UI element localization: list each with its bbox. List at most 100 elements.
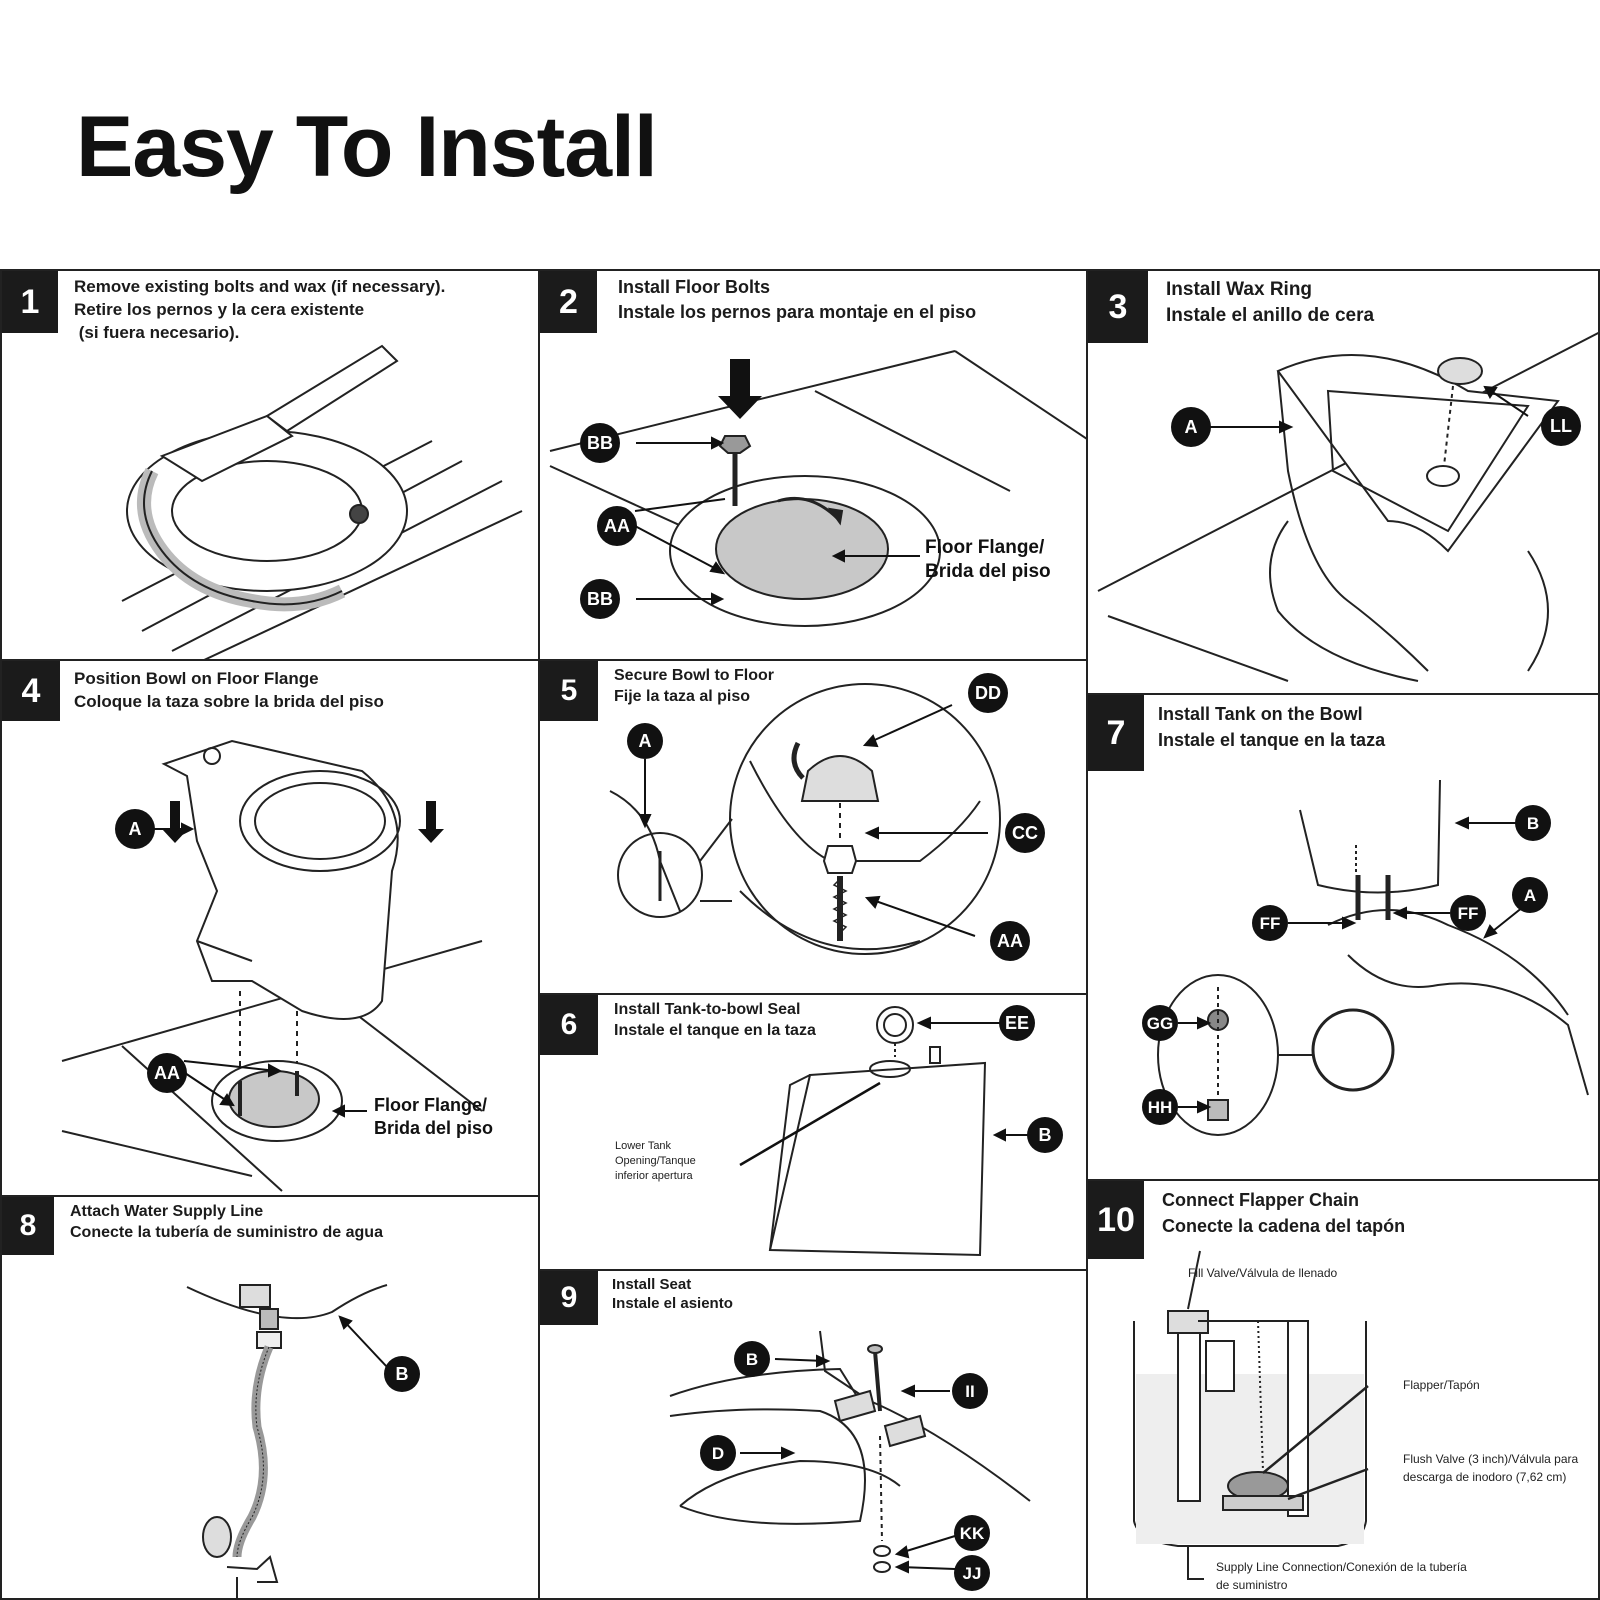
step-heading-en: Connect Flapper Chain: [1162, 1190, 1360, 1210]
step-heading-es: Conecte la tubería de suministro de agua: [70, 1224, 383, 1241]
step-heading-en: Install Wax Ring: [1166, 279, 1313, 300]
step-heading-en: Install Tank on the Bowl: [1158, 704, 1363, 724]
step-6-panel: 6 Install Tank-to-bowl Seal Instale el t…: [538, 993, 1088, 1271]
callout-bb: BB: [587, 589, 613, 609]
water-supply-illustration: B: [186, 1284, 420, 1598]
step-heading: Install Tank-to-bowl Seal Instale el tan…: [614, 999, 816, 1041]
remove-wax-illustration: [121, 344, 523, 659]
step-8-panel: 8 Attach Water Supply Line Conecte la tu…: [0, 1195, 540, 1600]
flush-valve-label-2: descarga de inodoro (7,62 cm): [1403, 1470, 1566, 1484]
step-heading: Secure Bowl to Floor Fije la taza al pis…: [614, 665, 774, 707]
step-10-panel: 10 Connect Flapper Chain Conecte la cade…: [1086, 1179, 1600, 1600]
floor-flange-label: Floor Flange/: [374, 1095, 487, 1115]
floor-flange-label-es: Brida del piso: [374, 1118, 493, 1138]
step-heading-es-2: (si fuera necesario).: [74, 323, 240, 342]
step-4-panel: 4 Position Bowl on Floor Flange Coloque …: [0, 659, 540, 1197]
callout-a: A: [1185, 417, 1198, 437]
step-number: 4: [2, 661, 60, 721]
step-heading: Install Seat Instale el asiento: [612, 1275, 733, 1313]
step-heading-en: Install Tank-to-bowl Seal: [614, 1001, 801, 1018]
callout-ll: LL: [1550, 416, 1572, 436]
callout-aa: AA: [604, 516, 630, 536]
step-number: 10: [1088, 1181, 1144, 1259]
step-number: 5: [540, 661, 598, 721]
callout-dd: DD: [975, 683, 1001, 703]
callout-ee: EE: [1005, 1013, 1029, 1033]
callout-hh: HH: [1148, 1098, 1173, 1117]
page-title: Easy To Install: [76, 99, 658, 195]
tank-on-bowl-illustration: B FF FF A GG HH: [1142, 779, 1589, 1136]
floor-bolts-illustration: BB AA BB Floor Flange/ Brida del piso: [549, 350, 1086, 627]
secure-bowl-illustration: A DD CC AA: [609, 673, 1045, 961]
callout-ff: FF: [1260, 914, 1281, 933]
flapper-label: Flapper/Tapón: [1403, 1378, 1480, 1392]
callout-gg: GG: [1147, 1014, 1173, 1033]
step-heading: Position Bowl on Floor Flange Coloque la…: [74, 667, 384, 713]
lower-tank-label: Lower Tank: [615, 1140, 672, 1152]
callout-ii: II: [965, 1382, 974, 1401]
step-5-panel: 5 Secure Bowl to Floor Fije la taza al p…: [538, 659, 1088, 995]
callout-b: B: [746, 1350, 758, 1369]
step-heading-en: Position Bowl on Floor Flange: [74, 669, 319, 688]
callout-aa: AA: [997, 931, 1023, 951]
step-9-panel: 9 Install Seat Instale el asiento B II: [538, 1269, 1088, 1600]
step-heading-en: Attach Water Supply Line: [70, 1203, 264, 1220]
flapper-chain-illustration: Fill Valve/Válvula de llenado Flapper/Ta…: [1133, 1250, 1579, 1592]
step-heading: Install Wax Ring Instale el anillo de ce…: [1166, 277, 1374, 329]
supply-line-label: Supply Line Connection/Conexión de la tu…: [1216, 1560, 1467, 1574]
step-number: 9: [540, 1271, 598, 1325]
step-number: 6: [540, 995, 598, 1055]
step-number: 8: [2, 1197, 54, 1255]
lower-tank-label-2: Opening/Tanque: [615, 1155, 696, 1167]
step-heading-es: Retire los pernos y la cera existente: [74, 300, 365, 319]
tank-seal-illustration: EE B Lower Tank Opening/Tanque inferior …: [615, 1005, 1063, 1257]
callout-b: B: [1039, 1125, 1052, 1145]
step-heading-es: Instale los pernos para montaje en el pi…: [618, 302, 977, 322]
step-heading-es: Fije la taza al piso: [614, 688, 751, 705]
step-number: 7: [1088, 695, 1144, 771]
step-3-panel: 3 Install Wax Ring Instale el anillo de …: [1086, 269, 1600, 695]
wax-ring-illustration: A LL: [1097, 331, 1598, 682]
step-heading-es: Coloque la taza sobre la brida del piso: [74, 692, 384, 711]
step-heading-en: Secure Bowl to Floor: [614, 667, 775, 684]
step-heading: Install Tank on the Bowl Instale el tanq…: [1158, 701, 1385, 753]
step-heading-es: Instale el tanque en la taza: [614, 1022, 816, 1039]
callout-d: D: [712, 1444, 724, 1463]
callout-b: B: [396, 1364, 409, 1384]
lower-tank-label-3: inferior apertura: [615, 1170, 694, 1182]
callout-a: A: [129, 819, 142, 839]
step-heading-en: Install Floor Bolts: [618, 277, 771, 297]
position-bowl-illustration: A AA Floor Flange/ Brida del piso: [61, 739, 493, 1192]
step-2-panel: 2 Install Floor Bolts Instale los pernos…: [538, 269, 1088, 661]
step-heading-es: Instale el tanque en la taza: [1158, 730, 1386, 750]
install-seat-illustration: B II D KK JJ: [669, 1330, 1031, 1591]
callout-ff: FF: [1458, 904, 1479, 923]
step-heading: Attach Water Supply Line Conecte la tube…: [70, 1201, 383, 1243]
callout-kk: KK: [960, 1524, 985, 1543]
step-7-panel: 7 Install Tank on the Bowl Instale el ta…: [1086, 693, 1600, 1181]
step-number: 1: [2, 271, 58, 333]
flush-valve-label: Flush Valve (3 inch)/Válvula para: [1403, 1452, 1579, 1466]
callout-jj: JJ: [963, 1564, 982, 1583]
step-heading-es: Instale el asiento: [612, 1295, 733, 1312]
step-number: 2: [540, 271, 597, 333]
callout-a: A: [1524, 886, 1536, 905]
callout-bb: BB: [587, 433, 613, 453]
floor-flange-label: Floor Flange/: [925, 537, 1045, 558]
callout-a: A: [639, 731, 652, 751]
step-heading: Connect Flapper Chain Conecte la cadena …: [1162, 1187, 1405, 1239]
step-heading: Remove existing bolts and wax (if necess…: [74, 275, 445, 344]
callout-cc: CC: [1012, 823, 1038, 843]
step-number: 3: [1088, 271, 1148, 343]
step-heading-en: Remove existing bolts and wax (if necess…: [74, 277, 446, 296]
step-heading-es: Conecte la cadena del tapón: [1162, 1216, 1406, 1236]
step-heading: Install Floor Bolts Instale los pernos p…: [618, 275, 976, 325]
callout-aa: AA: [154, 1063, 180, 1083]
step-1-panel: 1 Remove existing bolts and wax (if nece…: [0, 269, 540, 661]
step-heading-en: Install Seat: [612, 1276, 692, 1293]
supply-line-label-2: de suministro: [1216, 1578, 1288, 1592]
fill-valve-label: Fill Valve/Válvula de llenado: [1188, 1266, 1338, 1280]
callout-b: B: [1527, 814, 1539, 833]
step-heading-es: Instale el anillo de cera: [1166, 305, 1375, 326]
floor-flange-label-es: Brida del piso: [925, 561, 1051, 582]
